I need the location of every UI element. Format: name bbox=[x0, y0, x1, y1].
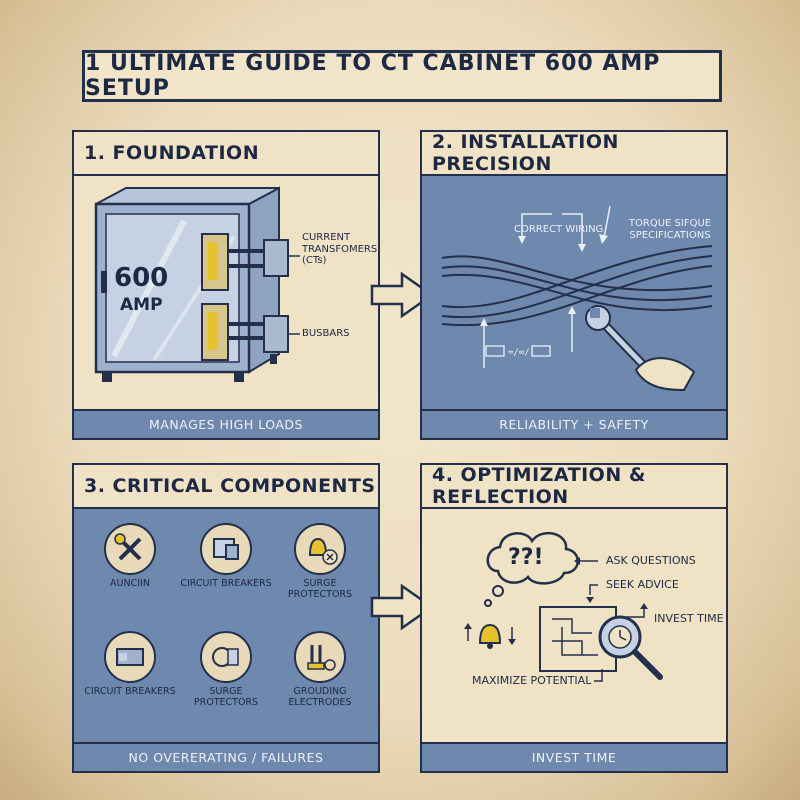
thought-marks: ??! bbox=[508, 545, 544, 570]
panel-foundation: 1. FOUNDATION bbox=[72, 130, 380, 440]
panel-footer-foundation: MANAGES HIGH LOADS bbox=[74, 409, 378, 438]
cabinet-rating-unit: AMP bbox=[120, 295, 163, 315]
component-label: GROUDING ELECTRODES bbox=[288, 686, 352, 709]
component-label: AUNCIIN bbox=[110, 578, 150, 589]
seek-advice-label: SEEK ADVICE bbox=[606, 578, 679, 591]
reflection-illustration bbox=[464, 531, 663, 682]
panel-heading-installation: 2. INSTALLATION PRECISION bbox=[422, 131, 726, 176]
bell-warning-icon bbox=[294, 523, 346, 575]
breaker-icon bbox=[200, 523, 252, 575]
component-item: GROUDING ELECTRODES bbox=[274, 631, 366, 709]
panel-heading-components: 3. CRITICAL COMPONENTS bbox=[74, 465, 378, 509]
correct-wiring-label: CORRECT WIRING bbox=[514, 224, 604, 235]
wiring-illustration: ≈∕∞∕ bbox=[441, 205, 713, 392]
panel-heading-foundation: 1. FOUNDATION bbox=[74, 132, 378, 176]
cabinet-rating-value: 600 bbox=[114, 263, 169, 293]
tools-icon bbox=[104, 523, 156, 575]
component-item: SURGE PROTECTORS bbox=[274, 523, 366, 601]
busbars-label: BUSBARS bbox=[302, 328, 350, 339]
component-label: CIRCUIT BREAKERS bbox=[180, 578, 272, 589]
panel-installation-precision: 2. INSTALLATION PRECISION ≈ bbox=[420, 130, 728, 440]
flow-arrow-right bbox=[370, 271, 435, 319]
invest-time-label: INVEST TIME bbox=[654, 612, 724, 625]
component-item: SURGE PROTECTORS bbox=[180, 631, 272, 709]
panel-heading-optimization: 4. OPTIMIZATION & REFLECTION bbox=[422, 464, 726, 509]
component-item: CIRCUIT BREAKERS bbox=[84, 631, 176, 697]
component-item: AUNCIIN bbox=[84, 523, 176, 589]
component-label: CIRCUIT BREAKERS bbox=[84, 686, 176, 697]
surge-device-icon bbox=[200, 631, 252, 683]
ct-label: CURRENT TRANSFOMERS (CTs) bbox=[302, 232, 378, 266]
panel-critical-components: 3. CRITICAL COMPONENTS AUNCIIN CIRCUIT B… bbox=[72, 463, 380, 773]
component-label: SURGE PROTECTORS bbox=[193, 686, 259, 709]
cabinet-illustration bbox=[94, 186, 300, 382]
component-label: SURGE PROTECTORS bbox=[287, 578, 353, 601]
flow-arrow-right bbox=[370, 583, 435, 631]
panel-optimization-reflection: 4. OPTIMIZATION & REFLECTION bbox=[420, 463, 728, 773]
page-title: 1 ULTIMATE GUIDE TO CT CABINET 600 AMP S… bbox=[82, 50, 722, 102]
component-item: CIRCUIT BREAKERS bbox=[180, 523, 272, 589]
panel-footer-components: NO OVERERATING / FAILURES bbox=[74, 742, 378, 771]
grounding-icon bbox=[294, 631, 346, 683]
breaker-block-icon bbox=[104, 631, 156, 683]
panel-footer-installation: RELIABILITY + SAFETY bbox=[422, 409, 726, 438]
torque-spec-label: TORQUE SIFQUE SPECIFICATIONS bbox=[628, 218, 712, 241]
ask-questions-label: ASK QUESTIONS bbox=[606, 554, 696, 567]
panel-footer-optimization: INVEST TIME bbox=[422, 742, 726, 771]
maximize-potential-label: MAXIMIZE POTENTIAL bbox=[472, 674, 592, 687]
svg-text:≈∕∞∕: ≈∕∞∕ bbox=[508, 348, 530, 358]
